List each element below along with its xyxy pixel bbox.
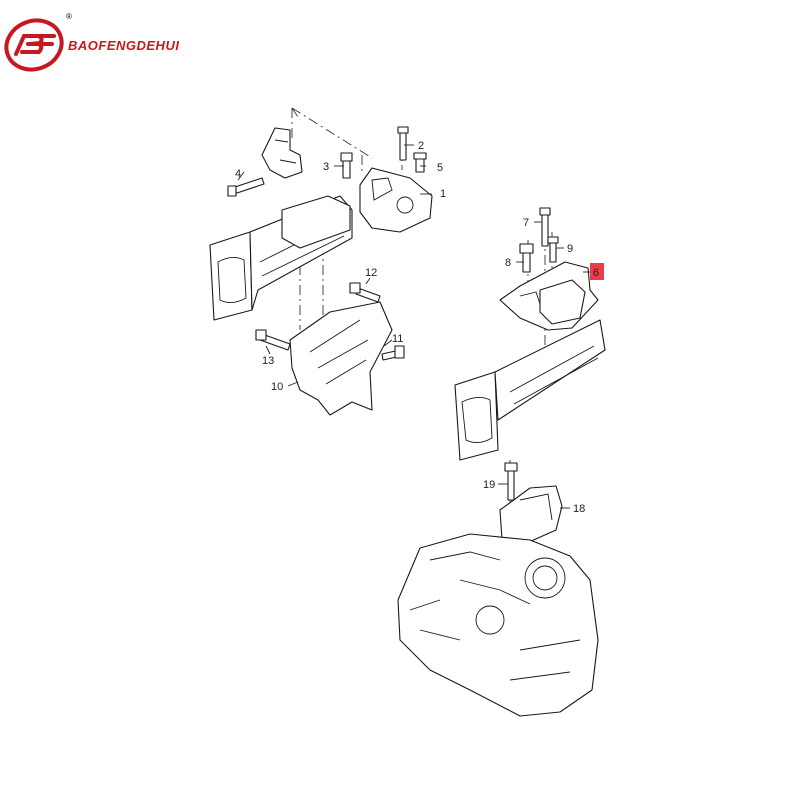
mount-bracket-small [261,127,303,179]
bolt-7 [539,207,551,247]
callout-7: 7 [523,217,529,229]
subframe-right [454,319,606,461]
bracket-18 [499,485,563,547]
svg-text:4: 4 [235,168,241,180]
gearbox [397,533,599,717]
callout-5: 5 [437,162,443,174]
bolt-8 [519,243,534,273]
pendulum-bracket-10 [289,301,393,416]
gearbox-mount-6 [499,261,599,331]
bolt-13 [255,329,291,351]
svg-text:19: 19 [483,479,495,491]
svg-text:6: 6 [593,267,599,279]
svg-text:3: 3 [323,161,329,173]
brand-name: BAOFENGDEHUI [68,38,180,53]
svg-text:1: 1 [440,188,446,200]
bolt-9 [547,236,559,263]
svg-text:10: 10 [271,381,283,393]
svg-text:8: 8 [505,257,511,269]
callout-4: 4 [235,168,241,180]
callout-9: 9 [567,243,573,255]
callout-10: 10 [271,381,283,393]
svg-text:7: 7 [523,217,529,229]
svg-text:5: 5 [437,162,443,174]
bolt-19 [504,462,518,501]
callout-12: 12 [365,267,377,279]
bolt-3 [340,152,353,179]
callout-8: 8 [505,257,511,269]
bolt-12 [349,282,381,303]
bolt-4 [227,177,265,197]
callout-18: 18 [573,503,585,515]
svg-text:18: 18 [573,503,585,515]
callout-2: 2 [418,140,424,152]
bolt-11 [381,345,405,361]
svg-text:12: 12 [365,267,377,279]
callout-1: 1 [440,188,446,200]
svg-text:2: 2 [418,140,424,152]
callout-13: 13 [262,355,274,367]
svg-text:11: 11 [392,333,403,345]
bolt-2 [397,126,409,161]
callout-3: 3 [323,161,329,173]
leader-lines [237,144,590,509]
callout-11: 11 [392,333,403,345]
svg-text:9: 9 [567,243,573,255]
subframe-left [209,195,353,321]
center-line [291,107,373,159]
registered-mark: ® [66,12,72,21]
callout-6: 6 [590,263,604,280]
svg-text:13: 13 [262,355,274,367]
brand-logo [4,18,64,72]
callout-19: 19 [483,479,495,491]
bolt-5 [413,152,427,173]
engine-mount-1 [359,167,433,233]
